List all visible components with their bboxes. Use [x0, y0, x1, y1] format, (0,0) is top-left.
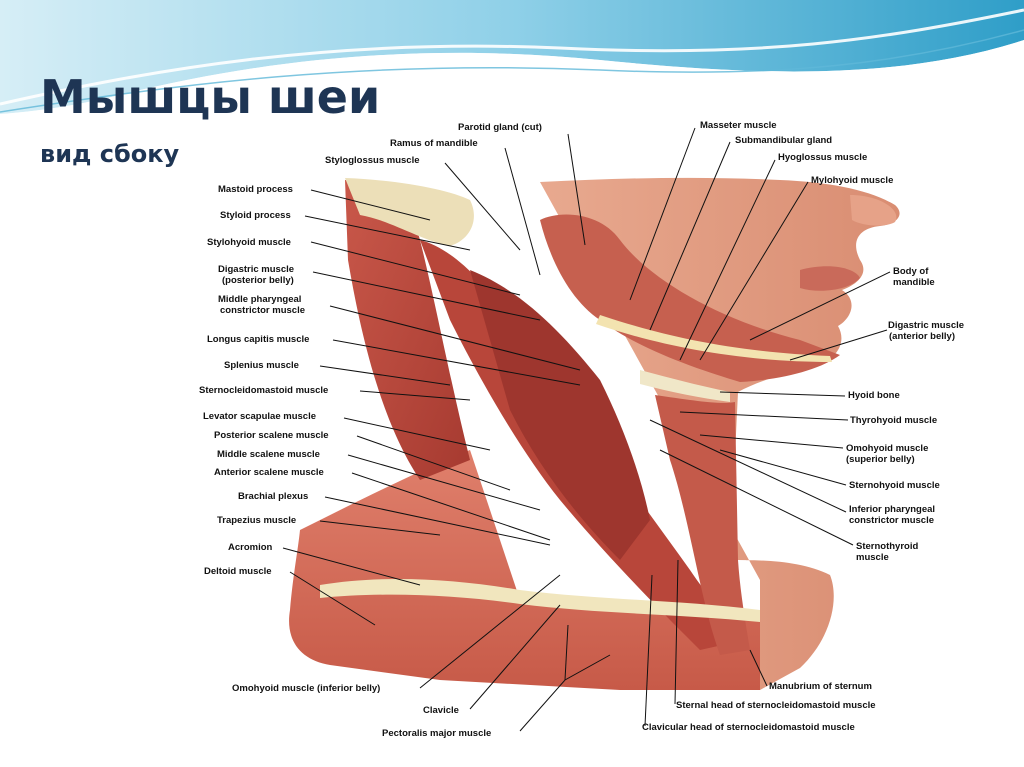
label-omohyoid-superior-1: Omohyoid muscle — [846, 443, 928, 454]
lips — [800, 266, 860, 291]
label-ramus-of-mandible: Ramus of mandible — [390, 138, 478, 149]
label-styloglossus-muscle: Styloglossus muscle — [325, 155, 420, 166]
label-sternal-head-scm: Sternal head of sternocleidomastoid musc… — [676, 700, 876, 711]
shoulder-muscles — [289, 450, 760, 690]
label-mastoid-process: Mastoid process — [218, 184, 293, 195]
label-inferior-pharyngeal-2: constrictor muscle — [849, 515, 934, 526]
label-digastric-anterior-1: Digastric muscle — [888, 320, 964, 331]
label-sternocleidomastoid-muscle: Sternocleidomastoid muscle — [199, 385, 328, 396]
mandible-bone — [596, 315, 832, 362]
label-parotid-gland: Parotid gland (cut) — [458, 122, 542, 133]
label-sternohyoid-muscle: Sternohyoid muscle — [849, 480, 940, 491]
label-acromion: Acromion — [228, 542, 273, 553]
skull-bone — [345, 178, 474, 246]
label-omohyoid-inferior-belly: Omohyoid muscle (inferior belly) — [232, 683, 380, 694]
label-masseter-muscle: Masseter muscle — [700, 120, 777, 131]
slide-title: Мышцы шеи — [40, 70, 381, 124]
label-body-of-mandible-1: Body of — [893, 266, 929, 277]
label-digastric-anterior-2: (anterior belly) — [889, 331, 955, 342]
label-mylohyoid-muscle: Mylohyoid muscle — [811, 175, 893, 186]
label-clavicle: Clavicle — [423, 705, 459, 716]
label-inferior-pharyngeal-1: Inferior pharyngeal — [849, 504, 935, 515]
label-middle-pharyngeal-2: constrictor muscle — [220, 305, 305, 316]
leader-lines — [282, 127, 891, 732]
label-deltoid-muscle: Deltoid muscle — [204, 566, 272, 577]
label-manubrium-of-sternum: Manubrium of sternum — [769, 681, 872, 692]
label-sternothyroid-2: muscle — [856, 552, 889, 563]
label-longus-capitis-muscle: Longus capitis muscle — [207, 334, 309, 345]
label-middle-scalene-muscle: Middle scalene muscle — [217, 449, 320, 460]
label-brachial-plexus: Brachial plexus — [238, 491, 308, 502]
label-splenius-muscle: Splenius muscle — [224, 360, 299, 371]
deep-neck-muscles — [470, 270, 650, 560]
label-digastric-posterior-2: (posterior belly) — [222, 275, 294, 286]
mandible-shape — [540, 214, 840, 382]
slide-subtitle: вид сбоку — [40, 140, 180, 168]
strap-muscles — [655, 395, 750, 655]
label-sternothyroid-1: Sternothyroid — [856, 541, 918, 552]
label-hyoglossus-muscle: Hyoglossus muscle — [778, 152, 867, 163]
slide-header-waves — [0, 0, 1024, 128]
nose — [850, 195, 897, 226]
label-clavicular-head-scm: Clavicular head of sternocleidomastoid m… — [642, 722, 855, 733]
label-posterior-scalene-muscle: Posterior scalene muscle — [214, 430, 329, 441]
hyoid-region — [640, 370, 730, 402]
label-omohyoid-superior-2: (superior belly) — [846, 454, 915, 465]
label-styloid-process: Styloid process — [220, 210, 291, 221]
label-levator-scapulae-muscle: Levator scapulae muscle — [203, 411, 316, 422]
label-anterior-scalene-muscle: Anterior scalene muscle — [214, 467, 324, 478]
label-pectoralis-major-muscle: Pectoralis major muscle — [382, 728, 491, 739]
label-submandibular-gland: Submandibular gland — [735, 135, 832, 146]
label-hyoid-bone: Hyoid bone — [848, 390, 900, 401]
label-stylohyoid-muscle: Stylohyoid muscle — [207, 237, 291, 248]
label-middle-pharyngeal-1: Middle pharyngeal — [218, 294, 301, 305]
label-thyrohyoid-muscle: Thyrohyoid muscle — [850, 415, 937, 426]
label-trapezius-muscle: Trapezius muscle — [217, 515, 296, 526]
label-digastric-posterior-1: Digastric muscle — [218, 264, 294, 275]
label-body-of-mandible-2: mandible — [893, 277, 935, 288]
trapezius-shape — [345, 180, 470, 480]
